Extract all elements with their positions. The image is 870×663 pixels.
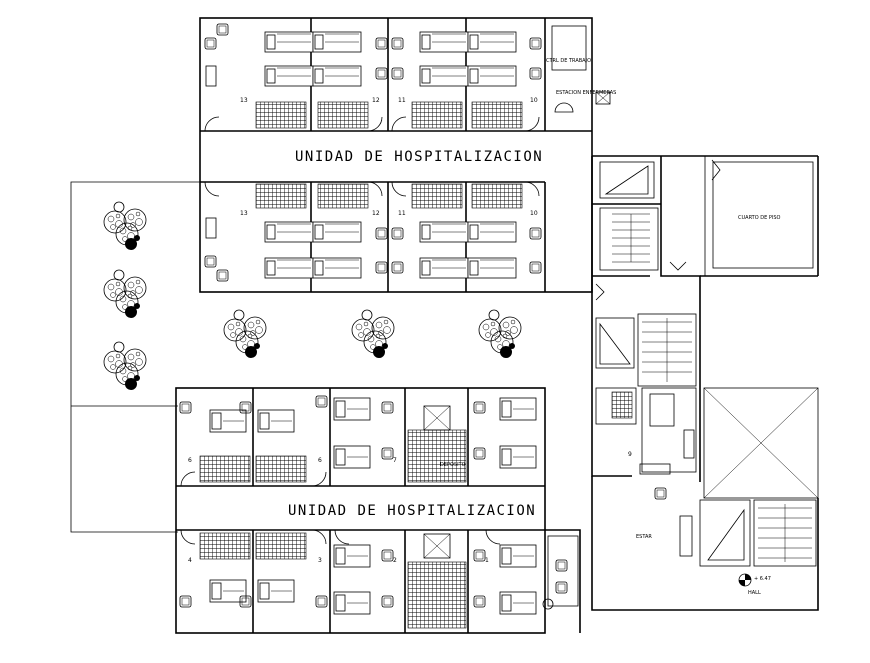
- lower-ward-block: 6 6 7 4 3 2 1 DEPOSITO UNIDAD DE HOSPITA…: [175, 387, 546, 634]
- upper-ward-block: 13 12 11 10 13 12 11 10 CTRL DE TRABAJO …: [199, 17, 616, 293]
- floor-room-label: CUARTO DE PISO: [738, 215, 781, 221]
- room-number: 10: [530, 210, 538, 217]
- tree-cluster: [479, 310, 521, 358]
- room-number: 4: [188, 557, 192, 564]
- stair-steps: [612, 213, 650, 263]
- room-number: 12: [372, 210, 380, 217]
- nurse-station-label: ESTACION ENFERMERAS: [556, 90, 616, 96]
- stair-steps: [642, 318, 692, 382]
- deposit-label: DEPOSITO: [440, 462, 466, 468]
- room-number: 7: [393, 457, 397, 464]
- tree-cluster: [104, 342, 146, 390]
- room-number: 13: [240, 210, 248, 217]
- room-number: 11: [398, 97, 406, 104]
- room-number: 6: [188, 457, 192, 464]
- tree-cluster: [224, 310, 266, 358]
- room-number: 3: [318, 557, 322, 564]
- tree-cluster: [104, 270, 146, 318]
- service-core: CUARTO DE PISO: [542, 155, 819, 633]
- room-number: 6: [318, 457, 322, 464]
- room-number: 12: [372, 97, 380, 104]
- ward-title-top: UNIDAD DE HOSPITALIZACION: [295, 149, 543, 165]
- tree-cluster: [352, 310, 394, 358]
- stair-steps: [758, 504, 812, 562]
- level-label: + 6.47: [754, 576, 771, 582]
- room-number: 9: [628, 451, 632, 458]
- work-control-label: CTRL DE TRABAJO: [546, 58, 591, 64]
- room-number: 11: [398, 210, 406, 217]
- hall-label: HALL: [748, 590, 761, 596]
- room-number: 13: [240, 97, 248, 104]
- lounge-label: ESTAR: [636, 534, 652, 540]
- room-number: 10: [530, 97, 538, 104]
- tree-cluster: [104, 202, 146, 250]
- room-number: 2: [393, 557, 397, 564]
- ward-title-bottom: UNIDAD DE HOSPITALIZACION: [288, 503, 536, 519]
- room-number: 1: [485, 557, 489, 564]
